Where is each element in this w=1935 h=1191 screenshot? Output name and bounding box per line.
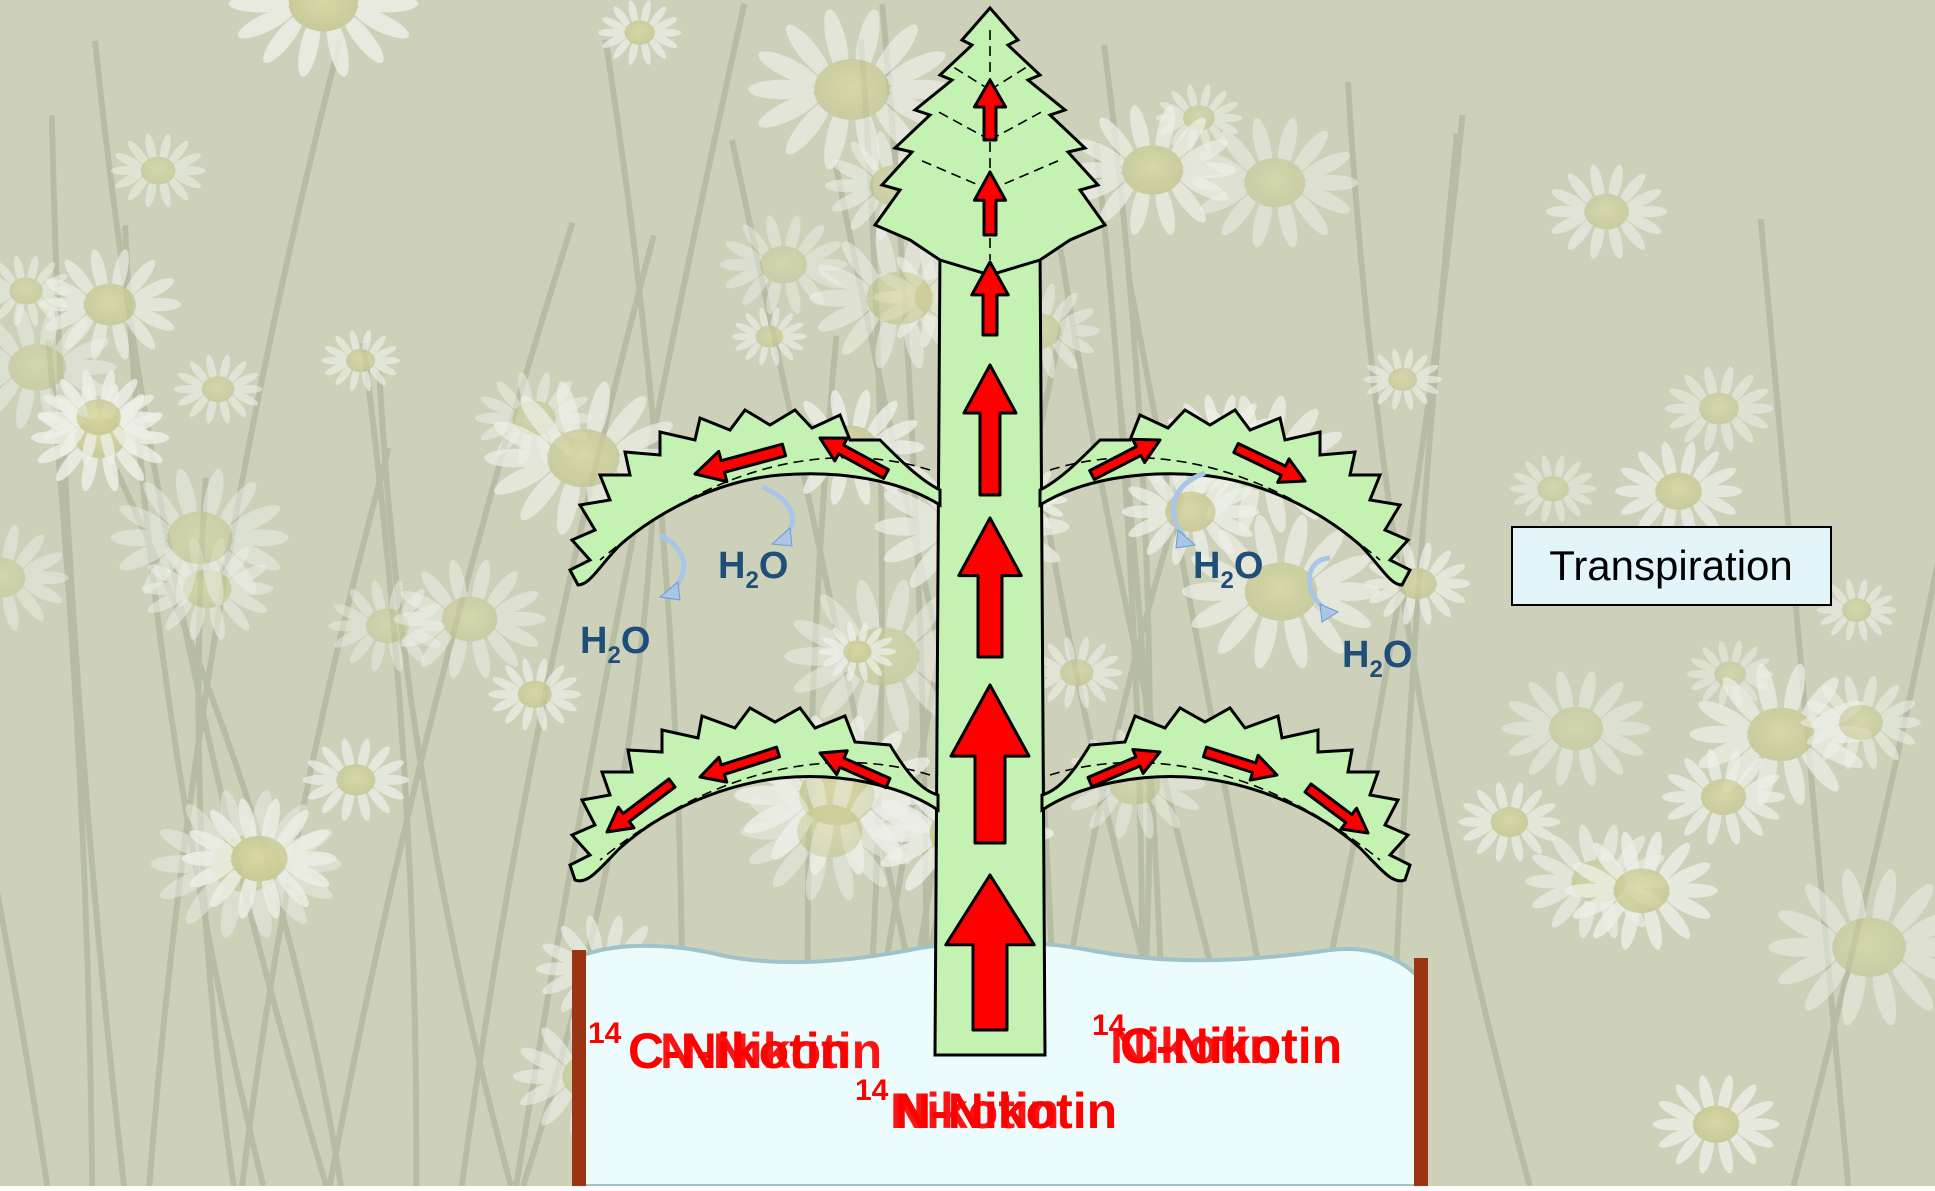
svg-text:Nikotin: Nikotin <box>890 1083 1059 1139</box>
nicotine-label-left: 14 C-Nikotin N-Nikotin <box>588 1017 882 1079</box>
svg-text:14: 14 <box>588 1017 622 1050</box>
svg-text:N-Nikotin: N-Nikotin <box>660 1023 882 1079</box>
svg-text:Nikotin: Nikotin <box>1110 1018 1279 1074</box>
svg-text:14: 14 <box>855 1074 889 1107</box>
transpiration-label-box: Transpiration <box>1512 527 1831 605</box>
nicotine-label-center: 14 N-Nikotin Nikotin <box>855 1074 1117 1139</box>
nicotine-label-right: 14 C-Nikotin Nikotin <box>1092 1009 1342 1074</box>
transpiration-label: Transpiration <box>1549 542 1793 589</box>
